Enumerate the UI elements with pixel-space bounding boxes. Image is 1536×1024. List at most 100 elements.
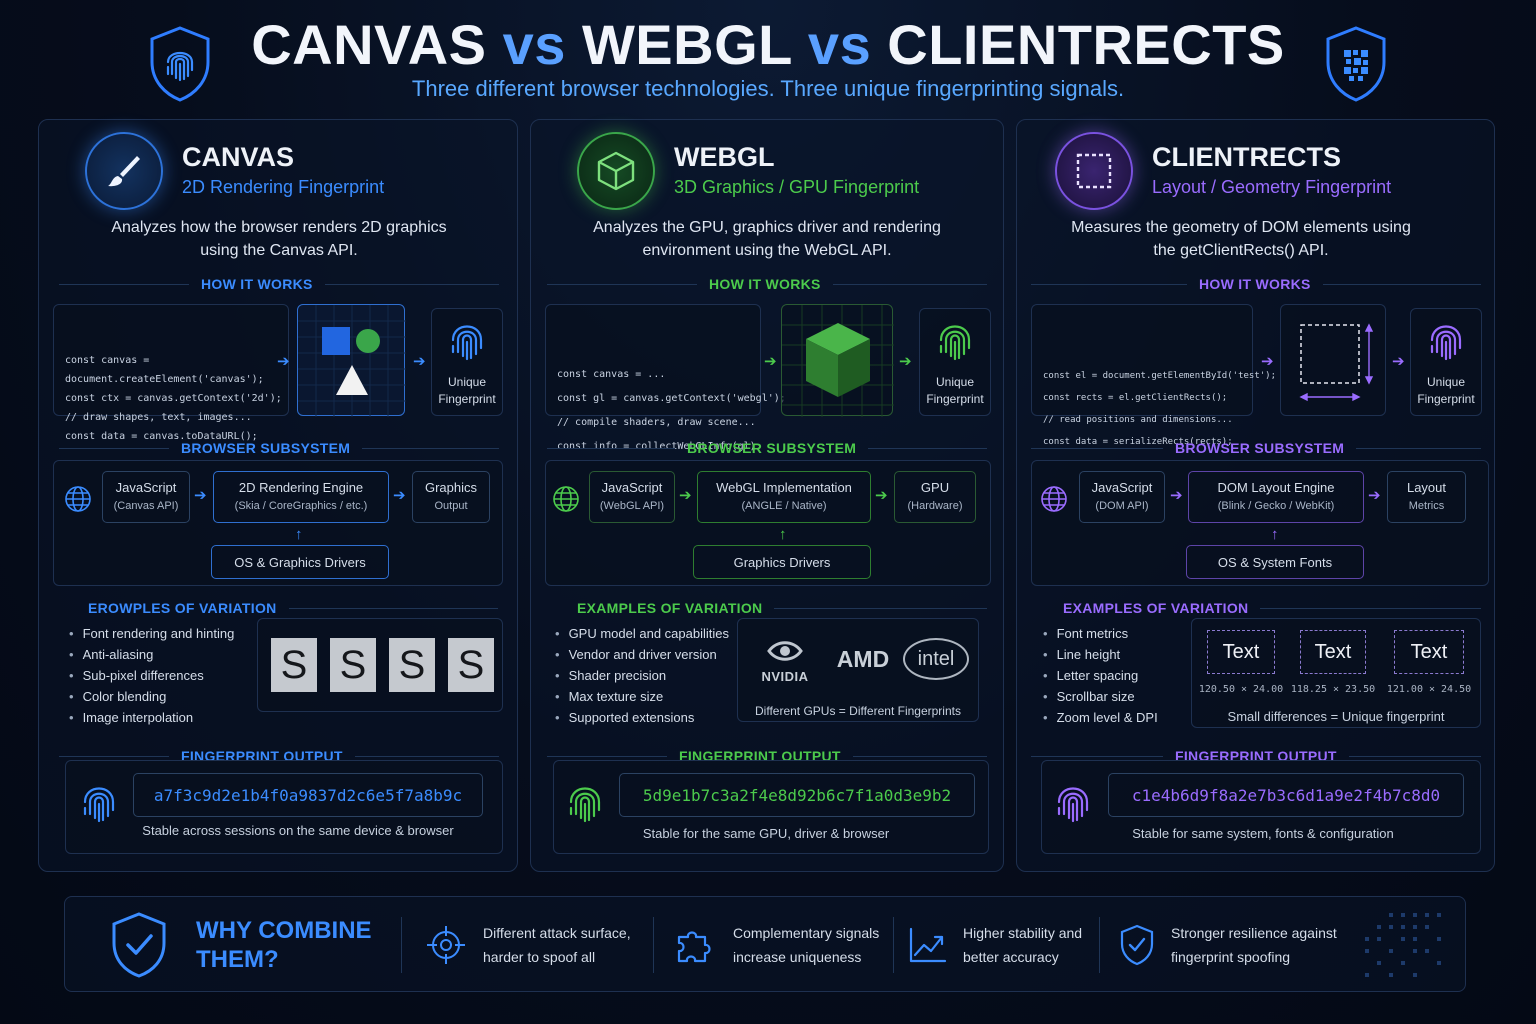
panel-subtitle: 2D Rendering Fingerprint [182,177,385,197]
subsystem-node-js: JavaScript(WebGL API) [589,471,675,523]
arrow-right-icon: ➔ [875,487,888,504]
subsystem-node-engine: DOM Layout Engine(Blink / Gecko / WebKit… [1188,471,1364,523]
subsystem-heading: BROWSER SUBSYSTEM [547,440,987,456]
fingerprint-icon [451,325,483,361]
shield-check-icon [1120,924,1154,966]
amd-logo: AMD [836,646,890,672]
output-box [65,760,503,854]
fingerprint-icon [1430,325,1462,361]
qr-shield-icon [1326,26,1386,102]
arrow-right-icon: ➔ [277,353,290,370]
code-box [545,304,761,416]
code-snippet: const canvas =document.createElement('ca… [65,355,282,442]
clientrects-panel: CLIENTRECTS Layout / Geometry Fingerprin… [1016,119,1495,872]
panel-description: Measures the geometry of DOM elements us… [1071,219,1411,259]
subsystem-node-js: JavaScript(DOM API) [1079,471,1165,523]
output-note: Stable across sessions on the same devic… [142,823,454,838]
variation-list: GPU model and capabilitiesVendor and dri… [555,623,729,728]
subsystem-heading: BROWSER SUBSYSTEM [1031,440,1481,456]
text-sample-dims: 121.00 × 24.50 [1386,684,1472,695]
panel-description: Analyzes the GPU, graphics driver and re… [593,219,941,259]
panel-title: WEBGL [674,142,775,172]
arrow-up-icon: ↑ [295,526,303,543]
subsystem-node-js: JavaScript(Canvas API) [102,471,190,523]
arrow-right-icon: ➔ [899,353,912,370]
fingerprint-icon [83,787,115,823]
subsystem-box [1031,460,1489,586]
fingerprint-shield-icon [150,26,210,102]
variation-list: Font metricsLine heightLetter spacingScr… [1043,623,1158,728]
globe-icon [553,486,579,512]
fingerprint-hash: a7f3c9d2e1b4f0a9837d2c6e5f7a8b9c [133,773,483,817]
text-sample: Text [1394,630,1464,674]
arrow-right-icon: ➔ [194,487,207,504]
panel-title: CLIENTRECTS [1152,142,1341,172]
divider [653,917,654,973]
subsystem-heading: BROWSER SUBSYSTEM [59,440,499,456]
webgl-panel: WEBGL 3D Graphics / GPU Fingerprint Anal… [530,119,1004,872]
subsystem-node-fonts: OS & System Fonts [1186,545,1364,579]
page-title: CANVAS vs WEBGL vs CLIENTRECTS [251,13,1285,76]
subsystem-box [53,460,503,586]
puzzle-icon [677,931,711,963]
paintbrush-icon [85,132,163,210]
subsystem-node-gpu: GPU(Hardware) [894,471,976,523]
fingerprint-hash: c1e4b6d9f8a2e7b3c6d1a9e2f4b7c8d0 [1108,773,1464,817]
benefit-item: Different attack surface,harder to spoof… [425,921,631,969]
glyph-sample: S [271,638,317,692]
samples-note: Small differences = Unique fingerprint [1227,709,1445,724]
cube-icon [577,132,655,210]
page-subtitle: Three different browser technologies. Th… [411,76,1125,101]
fingerprint-icon [569,787,601,823]
arrow-up-icon: ↑ [779,526,787,543]
panel-subtitle: Layout / Geometry Fingerprint [1152,177,1392,197]
shield-check-icon [112,912,166,978]
arrow-right-icon: ➔ [1261,353,1274,370]
arrow-right-icon: ➔ [413,353,426,370]
arrow-up-icon: ↑ [1271,526,1279,543]
text-sample-dims: 120.50 × 24.00 [1198,684,1284,695]
globe-icon [65,486,91,512]
output-note: Stable for same system, fonts & configur… [1132,826,1394,841]
fingerprint-hash: 5d9e1b7c3a2f4e8d92b6c7f1a0d3e9b2 [619,773,975,817]
variation-list: Font rendering and hintingAnti-aliasingS… [69,623,235,728]
arrow-right-icon: ➔ [1368,487,1381,504]
dashed-rect-icon [1055,132,1133,210]
dot-pattern-decoration [1365,913,1441,977]
how-heading: HOW IT WORKS [547,276,987,292]
globe-icon [1041,486,1067,512]
how-heading: HOW IT WORKS [59,276,499,292]
variation-heading: EXAMPLES OF VARIATION [1063,600,1481,616]
how-heading: HOW IT WORKS [1031,276,1481,292]
glyph-sample: S [448,638,494,692]
webgl-preview [781,304,894,417]
subsystem-node-engine: 2D Rendering Engine(Skia / CoreGraphics … [213,471,389,523]
panel-title: CANVAS [182,142,295,172]
crosshair-icon [427,926,465,964]
vendor-note: Different GPUs = Different Fingerprints [755,704,961,718]
output-box [553,760,989,854]
fingerprint-icon [939,325,971,361]
canvas-preview [297,304,406,417]
arrow-right-icon: ➔ [393,487,406,504]
glyph-sample: S [330,638,376,692]
divider [1099,917,1100,973]
nvidia-logo: NVIDIA [747,638,823,684]
rect-preview [1280,304,1386,416]
arrow-right-icon: ➔ [679,487,692,504]
divider [893,917,894,973]
code-box [1031,304,1253,416]
canvas-panel: CANVAS 2D Rendering Fingerprint Analyzes… [38,119,518,872]
variation-heading: EROWPLES OF VARIATION [88,600,498,616]
arrow-right-icon: ➔ [1170,487,1183,504]
fingerprint-icon [1057,787,1089,823]
output-note: Stable for the same GPU, driver & browse… [642,826,890,841]
